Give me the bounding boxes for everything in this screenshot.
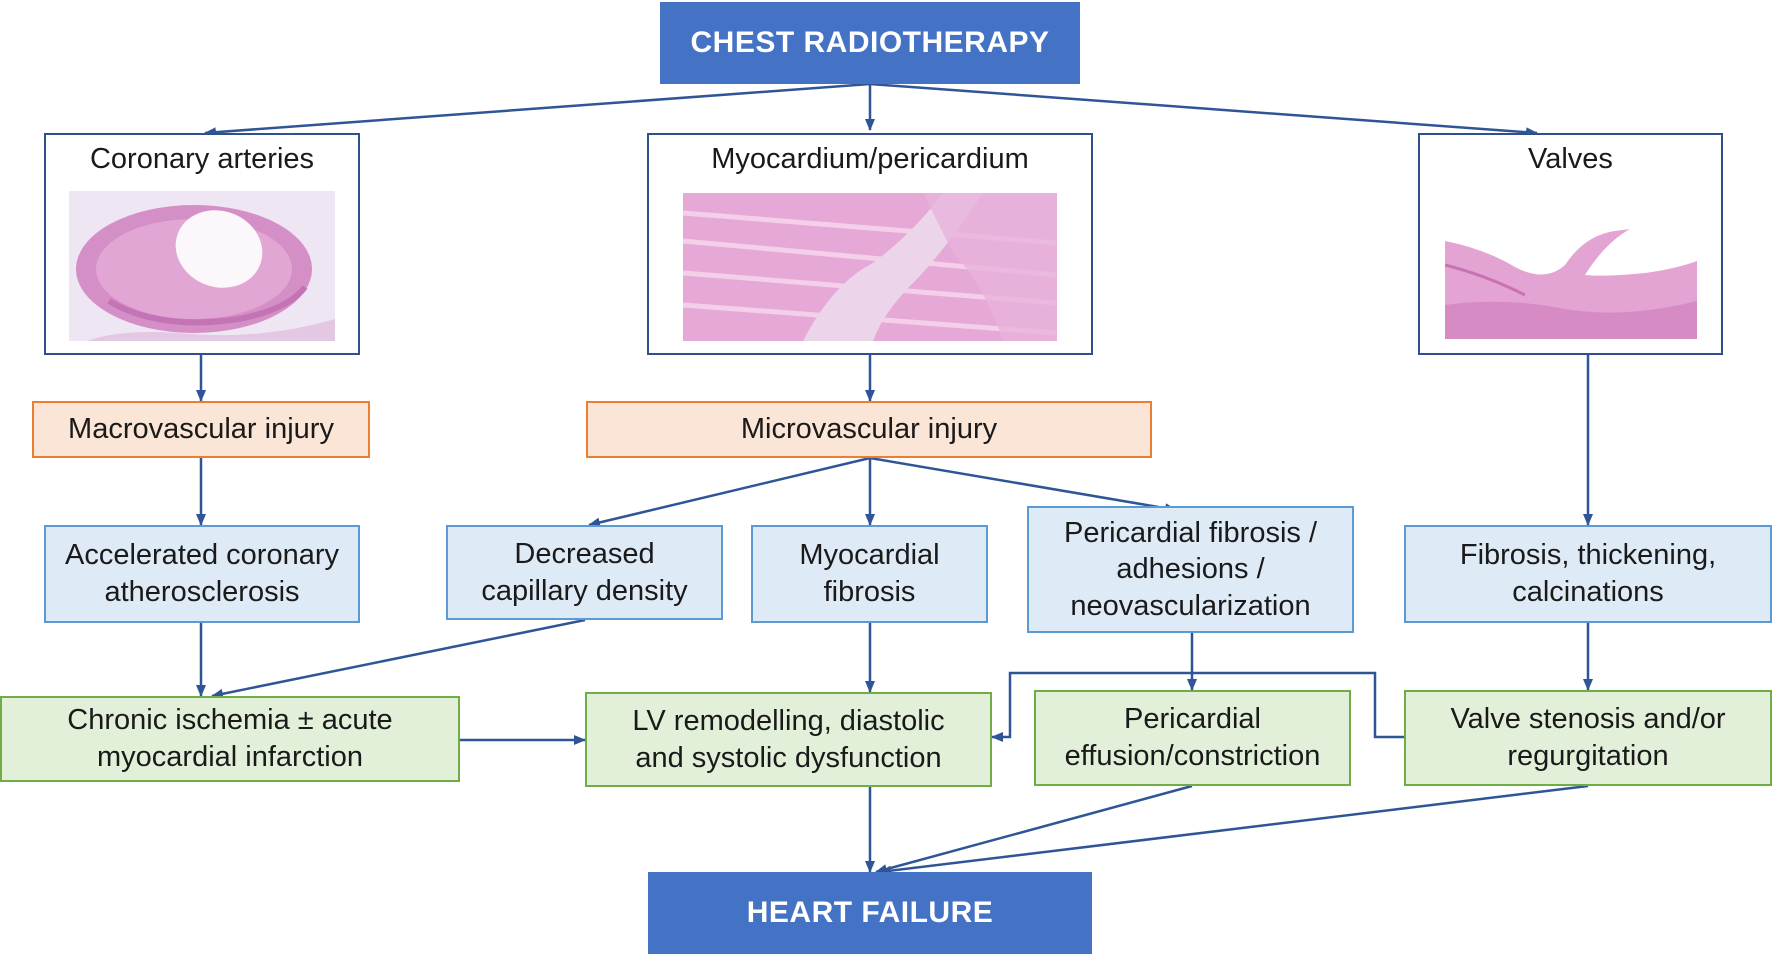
pericardial-fibrosis-box: Pericardial fibrosis / adhesions / neova…	[1027, 506, 1354, 633]
accelerated-atherosclerosis-line-1: Accelerated coronary	[64, 539, 340, 572]
pericardial-fibrosis-line-2: adhesions /	[1116, 553, 1265, 586]
chronic-ischemia-line-2: myocardial infarction	[97, 741, 363, 773]
myocardial-fibrosis-line-2: fibrosis	[823, 576, 916, 608]
myocardium-micrograph	[683, 193, 1057, 341]
chronic-ischemia-box: Chronic ischemia ± acute myocardial infa…	[0, 696, 460, 782]
accelerated-atherosclerosis-box: Accelerated coronary atherosclerosis	[44, 525, 360, 623]
valve-fibrosis-box: Fibrosis, thickening, calcinations	[1404, 525, 1772, 623]
chest-radiotherapy-label: CHEST RADIOTHERAPY	[690, 26, 1050, 60]
arrow-radiotherapy-coronary	[204, 82, 871, 138]
valve-micrograph	[1444, 205, 1697, 339]
accelerated-atherosclerosis-line-2: atherosclerosis	[104, 576, 300, 608]
myocardium-pericardium-box: Myocardium/pericardium	[647, 133, 1093, 355]
valve-stenosis-line-1: Valve stenosis and/or	[1450, 703, 1726, 736]
chronic-ischemia-line-1: Chronic ischemia ± acute	[67, 704, 393, 737]
chest-radiotherapy-box: CHEST RADIOTHERAPY	[660, 2, 1080, 84]
lv-remodelling-line-2: and systolic dysfunction	[635, 741, 942, 774]
pericardial-effusion-box: Pericardial effusion/constriction	[1034, 690, 1351, 786]
lv-remodelling-box: LV remodelling, diastolic and systolic d…	[585, 692, 992, 787]
microvascular-injury-label: Microvascular injury	[740, 413, 998, 446]
arrow-effusion-heart-failure	[875, 784, 1193, 874]
pericardial-fibrosis-line-3: neovascularization	[1070, 589, 1311, 622]
coronary-arteries-box: Coronary arteries	[44, 133, 360, 355]
arrow-radiotherapy-valves	[869, 82, 1538, 138]
arrow-micro-pericardial	[869, 456, 1177, 514]
myocardial-fibrosis-line-1: Myocardial	[799, 539, 940, 572]
decreased-capillary-density-line-1: Decreased	[514, 537, 655, 570]
valve-stenosis-line-2: regurgitation	[1507, 740, 1669, 772]
valve-fibrosis-line-2: calcinations	[1512, 576, 1664, 608]
lv-remodelling-line-1: LV remodelling, diastolic	[632, 704, 945, 737]
myocardial-fibrosis-box: Myocardial fibrosis	[751, 525, 988, 623]
macrovascular-injury-box: Macrovascular injury	[32, 401, 370, 458]
arrow-micro-capillary	[588, 456, 871, 528]
pericardial-effusion-line-1: Pericardial	[1124, 703, 1261, 736]
heart-failure-label: HEART FAILURE	[746, 896, 994, 930]
macrovascular-injury-label: Macrovascular injury	[68, 413, 334, 446]
valves-title: Valves	[1528, 143, 1613, 175]
pericardial-fibrosis-line-1: Pericardial fibrosis /	[1063, 516, 1318, 549]
arrow-capillary-ischemia	[211, 618, 586, 699]
coronary-arteries-title: Coronary arteries	[89, 143, 315, 175]
coronary-artery-micrograph	[69, 191, 335, 341]
arrow-valve-heart-failure	[879, 784, 1589, 876]
heart-failure-box: HEART FAILURE	[648, 872, 1092, 954]
decreased-capillary-density-box: Decreased capillary density	[446, 525, 723, 620]
myocardium-pericardium-title: Myocardium/pericardium	[711, 143, 1029, 175]
valves-box: Valves	[1418, 133, 1723, 355]
pericardial-effusion-line-2: effusion/constriction	[1064, 740, 1321, 772]
valve-stenosis-box: Valve stenosis and/or regurgitation	[1404, 690, 1772, 786]
valve-fibrosis-line-1: Fibrosis, thickening,	[1459, 539, 1717, 572]
microvascular-injury-box: Microvascular injury	[586, 401, 1152, 458]
decreased-capillary-density-line-2: capillary density	[481, 574, 688, 607]
